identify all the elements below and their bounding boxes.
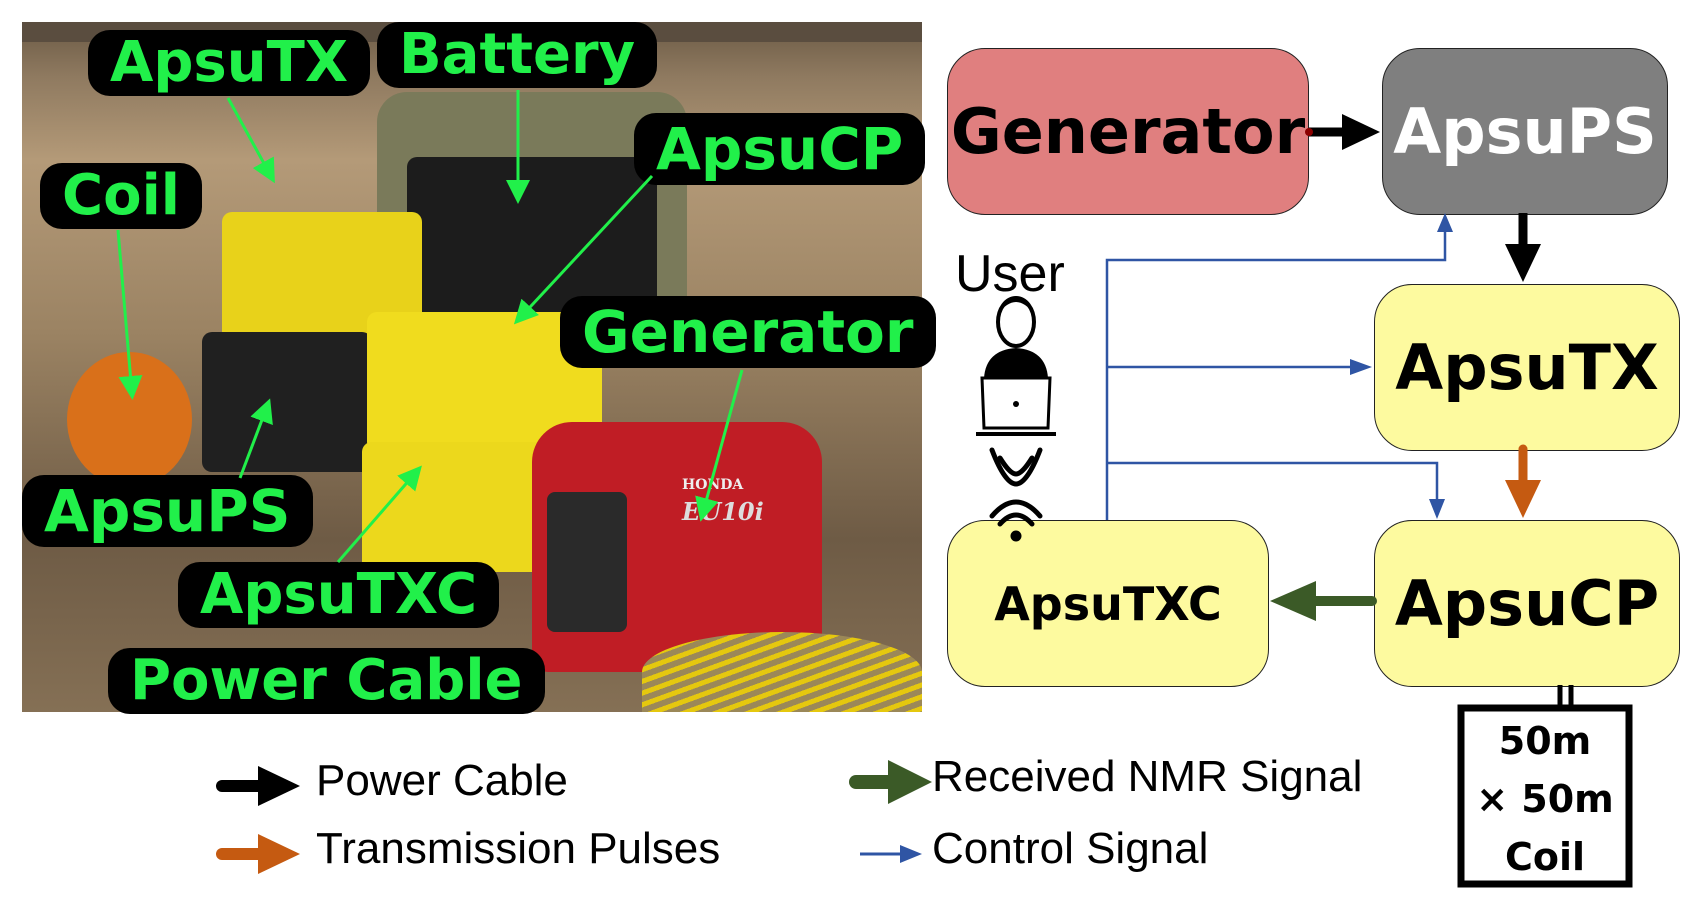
node-apsucp-label: ApsuCP [1394, 567, 1660, 640]
control-signal-lines [1105, 232, 1447, 520]
node-apsucp: ApsuCP [1374, 520, 1680, 687]
label-coil: Coil [40, 163, 202, 229]
label-apsutx: ApsuTX [88, 30, 370, 96]
pointer-generator [695, 369, 744, 522]
label-apsups: ApsuPS [22, 475, 313, 547]
pointer-apsutxc [336, 465, 422, 563]
node-apsups-label: ApsuPS [1393, 95, 1657, 168]
coil-size-line2: × 50m [1476, 777, 1614, 821]
power-arrow-apsups-to-apsutx [1505, 213, 1541, 282]
received-arrow-apsucp-to-apsutxc [1270, 581, 1377, 621]
node-apsups: ApsuPS [1382, 48, 1668, 215]
generator-panel [547, 492, 627, 632]
honda-generator: HONDA EU10i [532, 422, 822, 672]
legend-received-label: Received NMR Signal [932, 752, 1363, 801]
pointer-apsucp [513, 174, 654, 325]
coil-label: 50m × 50m Coil [1464, 712, 1626, 886]
transmission-arrow-apsutx-to-apsucp [1505, 444, 1541, 518]
legend-power-label: Power Cable [316, 756, 568, 805]
user-label: User [955, 245, 1065, 303]
node-apsutx: ApsuTX [1374, 284, 1680, 451]
power-arrow-generator-to-apsups [1305, 114, 1380, 150]
label-apsucp: ApsuCP [634, 113, 926, 185]
control-arrowhead-apsups [1437, 213, 1453, 232]
coil-box [1457, 704, 1633, 888]
user-laptop-icon [976, 296, 1056, 436]
legend-transmission-label: Transmission Pulses [316, 824, 721, 873]
label-apsutxc: ApsuTXC [178, 562, 500, 628]
legend-control-label: Control Signal [932, 824, 1209, 873]
label-battery: Battery [377, 22, 658, 88]
coil-size-line3: Coil [1504, 835, 1586, 879]
legend-transmission-swatch [216, 834, 300, 874]
generator-brand: HONDA [682, 477, 744, 493]
yellow-power-cable [642, 632, 922, 712]
pointer-apsups [238, 398, 273, 479]
legend-received-swatch [849, 760, 932, 804]
coil-size-line1: 50m [1498, 719, 1592, 763]
label-generator: Generator [560, 296, 936, 368]
label-power-cable: Power Cable [108, 648, 545, 714]
node-generator: Generator [947, 48, 1309, 215]
node-apsutx-label: ApsuTX [1395, 331, 1659, 404]
node-apsutxc-label: ApsuTXC [994, 576, 1222, 631]
legend-control-swatch [860, 845, 922, 863]
legend-power-swatch [216, 766, 300, 806]
node-generator-label: Generator [950, 95, 1306, 168]
wifi-signal-icon [989, 447, 1043, 542]
control-arrowhead-apsutx [1350, 359, 1372, 375]
node-apsutxc: ApsuTXC [947, 520, 1269, 687]
pointer-apsutx [226, 97, 275, 184]
control-arrowhead-apsucp [1429, 499, 1445, 519]
apsups-case [202, 332, 372, 472]
pointer-coil [116, 229, 143, 400]
